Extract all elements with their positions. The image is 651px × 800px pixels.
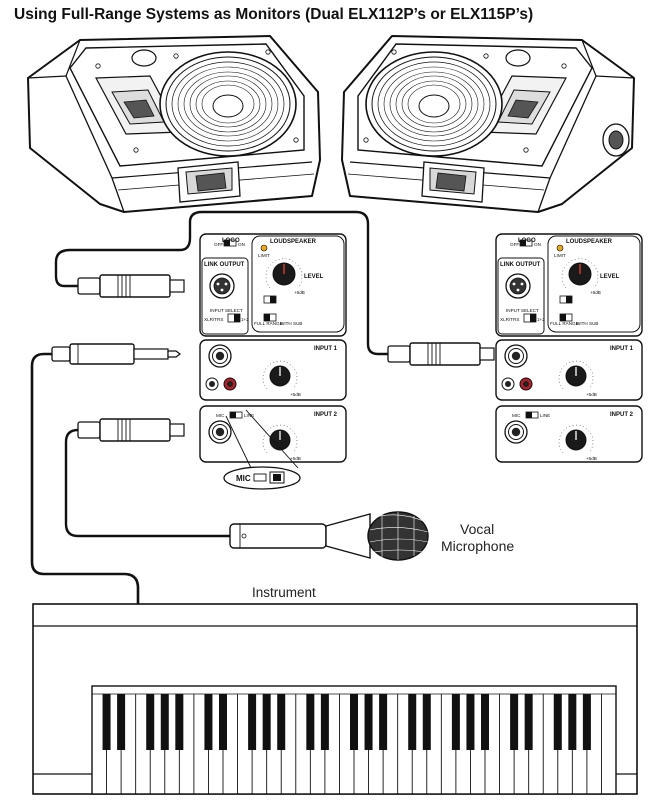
black-key [262, 694, 271, 750]
mic-line-callout: MIC [223, 409, 301, 490]
black-key [218, 694, 228, 750]
black-key [146, 694, 155, 750]
input1-label: INPUT 1 [314, 346, 338, 352]
black-key [102, 694, 111, 750]
level-label: LEVEL [304, 274, 324, 280]
loudspeaker-label: LOUDSPEAKER [270, 239, 317, 245]
black-key [160, 694, 169, 750]
input2-gain-max-label: +6dB [290, 456, 301, 461]
right-back-panel: LOGO OFF ON LINK OUTPUT INPUT SELECT XLR… [495, 233, 643, 463]
right-loudspeaker [341, 35, 635, 213]
black-key [117, 694, 126, 750]
instrument-label: Instrument [252, 585, 316, 600]
input2-label: INPUT 2 [314, 412, 338, 418]
black-key [553, 694, 562, 750]
level-max-label-right: +6dB [590, 290, 601, 295]
black-key [349, 694, 359, 750]
black-key [451, 694, 460, 750]
black-key [466, 694, 475, 750]
input2-mic-label: MIC [216, 413, 225, 418]
with-sub-label-right: WITH SUB [576, 321, 598, 326]
limit-label-right: LIMIT [554, 253, 566, 258]
keyboard-instrument [32, 603, 638, 795]
input-select-label-right: INPUT SELECT [506, 308, 539, 313]
input2-line-label: LINE [244, 413, 254, 418]
diagram-title: Using Full-Range Systems as Monitors (Du… [14, 6, 534, 23]
input2-label-right: INPUT 2 [610, 412, 634, 418]
instrument-cable [30, 352, 140, 604]
link-xlr-connector [77, 274, 185, 298]
link-output-label-right: LINK OUTPUT [500, 262, 541, 268]
black-keys [102, 694, 591, 750]
full-range-label-right: FULL RANGE [550, 321, 579, 326]
black-key [568, 694, 577, 750]
left-loudspeaker [27, 35, 321, 213]
input1-gain-max-label-right: +6dB [586, 392, 597, 397]
black-key [408, 694, 417, 750]
input2-mic-label-right: MIC [512, 413, 521, 418]
logo-off-label-right: OFF [510, 242, 519, 247]
mic-xlr-connector [77, 418, 185, 442]
input1-label-right: INPUT 1 [610, 346, 634, 352]
limit-label: LIMIT [258, 253, 270, 258]
black-key [204, 694, 213, 750]
black-key [422, 694, 431, 750]
black-key [524, 694, 533, 750]
black-key [248, 694, 257, 750]
black-key [364, 694, 373, 750]
black-key [510, 694, 519, 750]
input1-gain-max-label: +6dB [290, 392, 301, 397]
input2-line-label-right: LINE [540, 413, 550, 418]
link-cable [54, 210, 388, 356]
logo-off-label: OFF [214, 242, 223, 247]
logo-on-label-right: ON [534, 242, 541, 247]
black-key [175, 694, 184, 750]
xlr-trs-label-right: XLR/TRS [500, 317, 519, 322]
level-max-label: +6dB [294, 290, 305, 295]
microphone-label: Microphone [441, 538, 514, 554]
black-key [306, 694, 315, 750]
logo-on-label: ON [238, 242, 245, 247]
link-output-label: LINK OUTPUT [204, 262, 245, 268]
loudspeaker-label-right: LOUDSPEAKER [566, 239, 613, 245]
callout-mic-label: MIC [236, 474, 251, 483]
mic-cable [64, 428, 230, 538]
link-xlr-connector-right [387, 342, 495, 366]
black-key [582, 694, 591, 750]
one-plus-two-label: 1+2 [241, 317, 249, 322]
logo-label-right: LOGO [518, 238, 536, 244]
full-range-label: FULL RANGE [254, 321, 283, 326]
vocal-label: Vocal [460, 521, 494, 537]
black-key [480, 694, 490, 750]
input2-gain-max-label-right: +6dB [586, 456, 597, 461]
level-label-right: LEVEL [600, 274, 620, 280]
black-key [277, 694, 286, 750]
with-sub-label: WITH SUB [280, 321, 302, 326]
logo-label: LOGO [222, 238, 240, 244]
vocal-microphone [229, 511, 429, 561]
instrument-jack-plug [51, 343, 181, 365]
black-key [379, 694, 388, 750]
black-key [320, 694, 329, 750]
input-select-label: INPUT SELECT [210, 308, 243, 313]
xlr-trs-label: XLR/TRS [204, 317, 223, 322]
left-back-panel: LOGO OFF ON LINK OUTPUT INPUT SELECT XLR… [199, 233, 347, 463]
one-plus-two-label-right: 1+2 [537, 317, 545, 322]
